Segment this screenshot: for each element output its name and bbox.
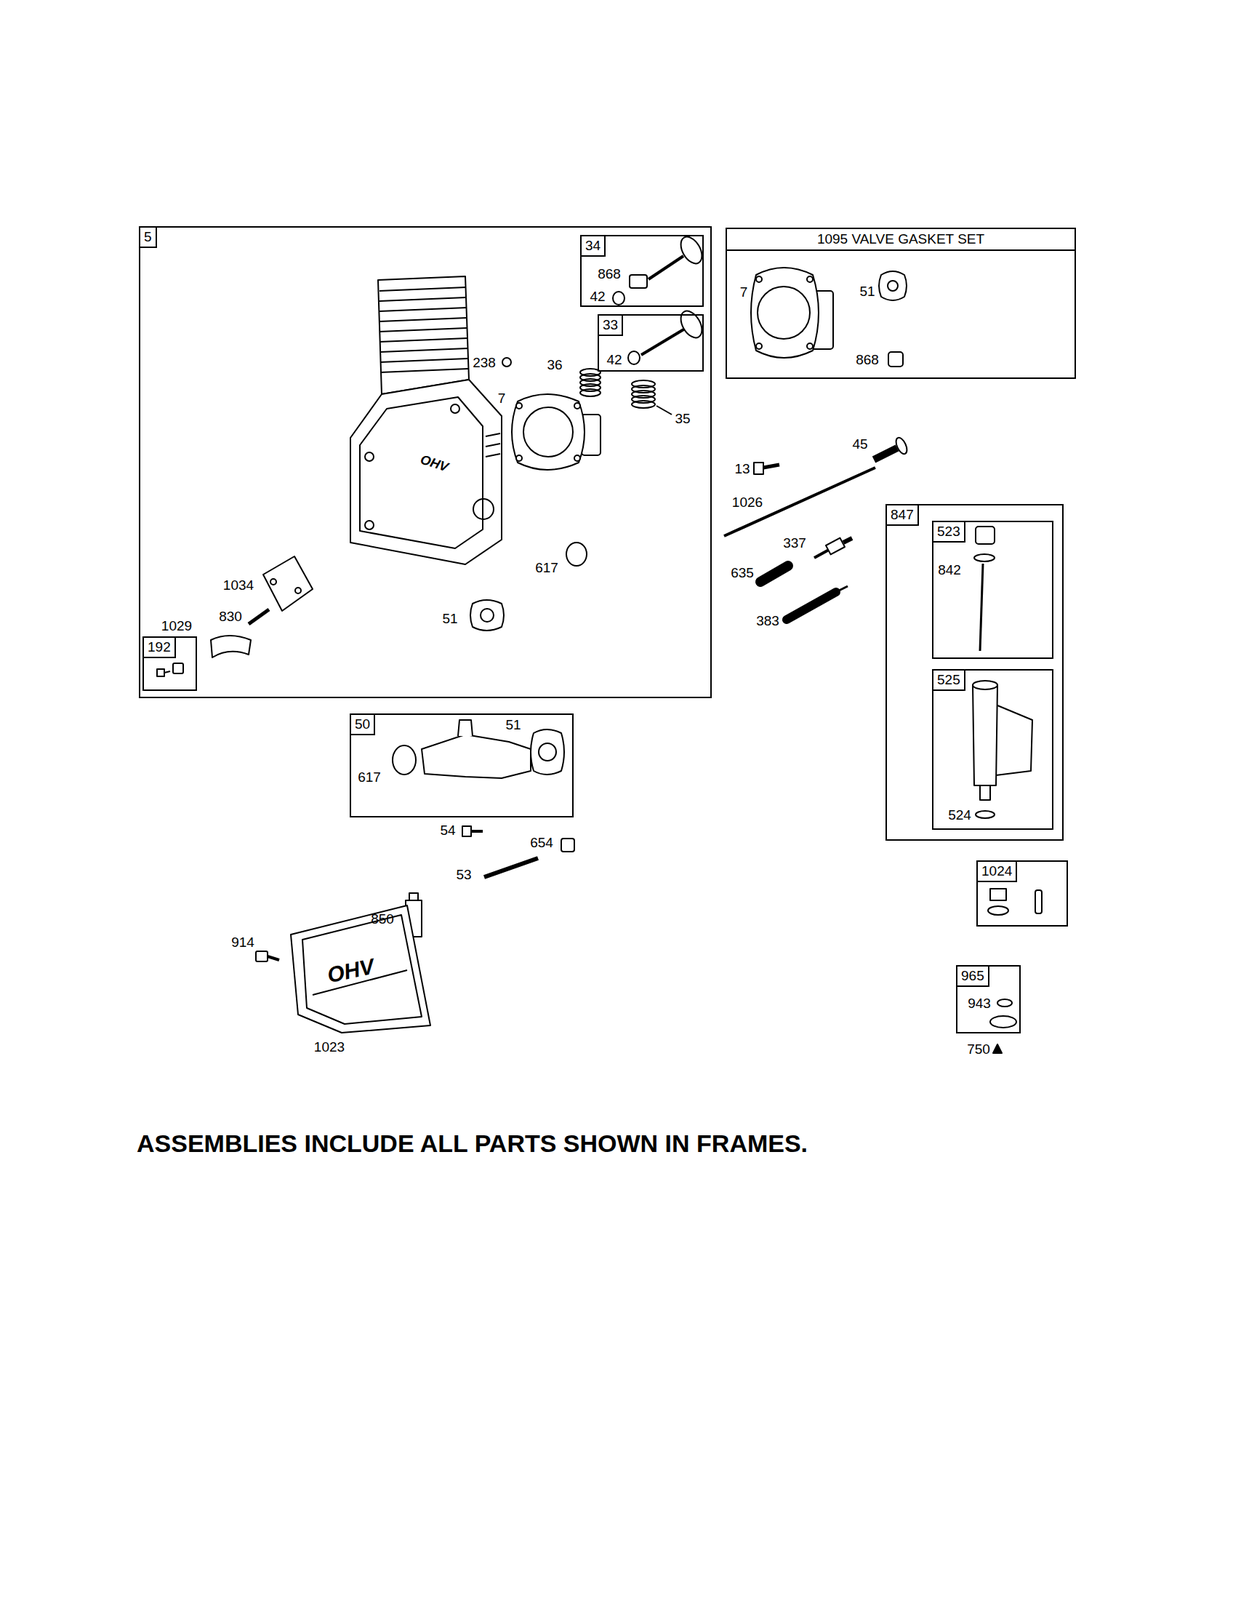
assembly-note: ASSEMBLIES INCLUDE ALL PARTS SHOWN IN FR… <box>136 1129 808 1158</box>
assembly-number: 847 <box>886 505 919 526</box>
o-ring <box>566 542 587 566</box>
assembly-frame: 50 617 51 <box>349 713 574 818</box>
spark-plug <box>814 537 853 558</box>
embossed-logo: OHV <box>418 452 451 474</box>
ignition-part <box>786 585 848 620</box>
assembly-number: 192 <box>143 637 176 658</box>
assembly-number: 5 <box>140 227 158 248</box>
cover-plate <box>263 556 313 611</box>
callout-number: 617 <box>357 769 381 784</box>
gasket-set-parts <box>750 267 907 367</box>
callout-number: 830 <box>218 609 243 624</box>
callout-number: 42 <box>589 289 605 304</box>
callout-number: 35 <box>674 411 690 426</box>
stud <box>248 609 269 624</box>
assembly-frame: 1095 VALVE GASKET SET 7 51 868 <box>725 227 1076 379</box>
assembly-number: 965 <box>957 966 990 987</box>
callout-number: 524 <box>948 807 972 822</box>
cylinder-head <box>350 276 502 565</box>
screw <box>157 663 184 677</box>
callout-number: 337 <box>782 535 807 550</box>
callout-number: 914 <box>231 934 255 949</box>
tube <box>873 436 910 460</box>
intake-manifold <box>392 719 565 778</box>
callout-number: 868 <box>855 352 879 367</box>
callout-number: 13 <box>734 461 750 476</box>
callout-number: 654 <box>529 835 554 850</box>
callout-number: 1034 <box>223 577 254 592</box>
callout-number: 51 <box>505 717 521 732</box>
assembly-number: 1024 <box>977 861 1018 882</box>
breather-parts <box>987 888 1042 915</box>
assembly-frame: 192 <box>142 636 198 691</box>
callout-number: 635 <box>730 565 754 580</box>
callout-number: 1023 <box>314 1039 345 1054</box>
embossed-logo: OHV <box>325 955 377 987</box>
callout-number: 36 <box>546 357 562 372</box>
callout-number: 238 <box>472 355 496 370</box>
callout-number: 383 <box>756 613 780 628</box>
callout-number: 42 <box>606 352 622 367</box>
callout-number: 54 <box>439 822 456 837</box>
set-title: 1095 VALVE GASKET SET <box>727 229 1075 251</box>
bracket <box>210 635 251 658</box>
assembly-frame: 1024 <box>976 860 1068 927</box>
callout-number: 842 <box>937 562 962 577</box>
head-gasket <box>511 394 601 470</box>
assembly-number: 50 <box>351 714 376 736</box>
exhaust-gasket <box>470 599 504 631</box>
callout-number: 1029 <box>161 618 192 633</box>
assembly-frame: 33 42 <box>597 314 704 372</box>
assembly-frame: 847 523 842 525 524 <box>885 503 1064 841</box>
rocker-cover <box>290 905 431 1033</box>
push-rod <box>724 467 876 536</box>
assembly-frame: 523 842 <box>932 520 1054 659</box>
callout-number: 7 <box>740 284 749 299</box>
stud <box>484 857 538 877</box>
assembly-frame: 34 868 42 <box>580 234 704 307</box>
dipstick <box>974 526 995 651</box>
assembly-number: 34 <box>581 236 606 257</box>
screw <box>462 825 483 837</box>
bolt <box>753 462 780 475</box>
assembly-number: 525 <box>933 670 966 691</box>
spark-plug-boot <box>760 565 789 582</box>
callout-number: 868 <box>597 266 621 281</box>
assembly-number: 523 <box>933 521 966 543</box>
oil-fill-tube <box>972 680 1033 818</box>
callout-number: 45 <box>852 436 868 451</box>
intake-valve <box>628 307 706 365</box>
assembly-frame: 525 524 <box>932 668 1054 830</box>
callout-number: 943 <box>967 995 991 1010</box>
callout-number: 51 <box>859 284 875 299</box>
callout-number: 617 <box>535 560 559 575</box>
callout-number: 51 <box>442 611 458 626</box>
ball <box>502 357 512 367</box>
callout-number: 7 <box>497 391 506 405</box>
callout-number: 750 <box>966 1041 991 1056</box>
assembly-number: 33 <box>599 315 624 336</box>
valve-spring <box>580 368 672 415</box>
nut <box>561 838 575 852</box>
callout-number: 1026 <box>732 495 763 509</box>
callout-number: 850 <box>370 911 395 926</box>
assembly-frame: 965 943 <box>956 964 1021 1034</box>
screw <box>255 950 280 962</box>
filter-parts <box>990 998 1017 1053</box>
exhaust-valve <box>612 233 706 305</box>
callout-number: 53 <box>455 867 472 882</box>
